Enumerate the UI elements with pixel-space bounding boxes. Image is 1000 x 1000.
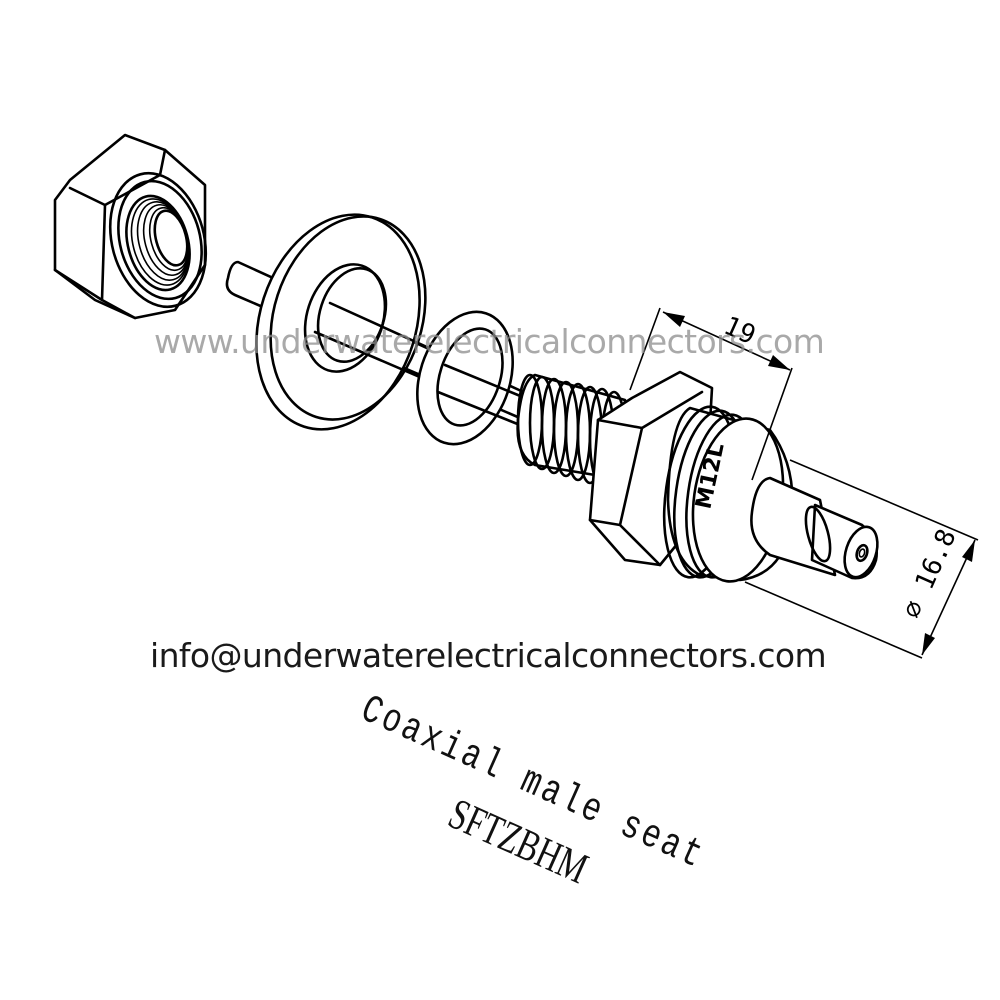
o-ring [416,310,532,446]
coax-tip [750,476,879,580]
contact-email: info@underwaterelectricalconnectors.com [150,636,827,675]
dimension-length-label: 19 [719,311,760,351]
nut-threads [125,194,191,292]
hex-nut [53,133,208,320]
dimension-diameter-label: ⌀ 16.8 [897,525,963,623]
